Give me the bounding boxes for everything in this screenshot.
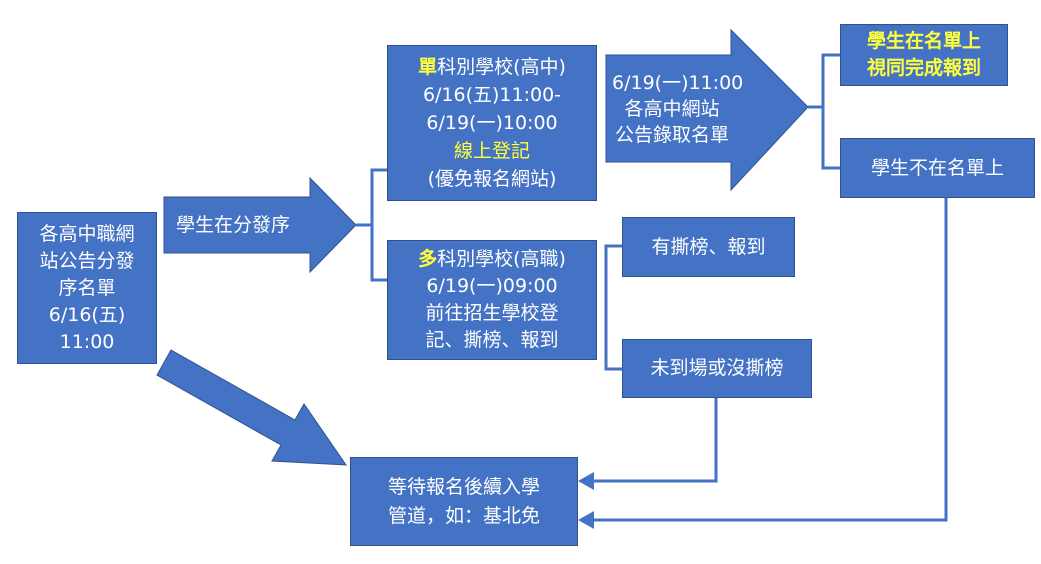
arrow-in-order-label: 學生在分發序 [176,214,291,236]
single-line-2: 6/16(五)11:00- [422,84,562,106]
single-highlight: 單 [418,56,438,78]
single-line-3: 6/19(一)10:00 [426,112,558,134]
absent-box: 未到場或沒撕榜 [622,339,812,398]
single-subject-box: 單科別學校(高中) 6/16(五)11:00- 6/19(一)10:00 線上登… [387,45,597,201]
single-line-1: 單科別學校(高中) [418,53,566,81]
start-line-1: 各高中職網 [39,222,135,245]
multi-line-1-rest: 科別學校(高職) [437,248,566,270]
announce-line-3: 公告錄取名單 [614,124,729,146]
waiting-line-2: 管道，如：基北免 [387,504,540,527]
arrow-in-order [163,176,357,274]
arrow-announce-label: 6/19(一)11:00 各高中網站 公告錄取名單 [612,70,744,148]
waiting-box: 等待報名後續入學 管道，如：基北免 [350,457,578,546]
multi-subject-box: 多科別學校(高職) 6/19(一)09:00 前往招生學校登 記、撕榜、報到 [387,240,597,360]
multi-line-3: 前往招生學校登 [425,302,559,324]
start-line-3: 序名單 [58,276,116,299]
torn-list-box: 有撕榜、報到 [622,217,795,277]
not-in-list-label: 學生不在名單上 [870,156,1004,179]
start-box: 各高中職網 站公告分發 序名單 6/16(五) 11:00 [17,212,157,364]
arrow-announce [605,28,809,192]
multi-line-1: 多科別學校(高職) [418,246,566,273]
in-list-line-1: 學生在名單上 [866,30,981,52]
start-line-4: 6/16(五) [48,303,126,326]
bracket-order-split [356,168,387,282]
multi-line-4: 記、撕榜、報到 [425,329,559,351]
waiting-line-1: 等待報名後續入學 [387,475,540,498]
bracket-announce-split [808,53,840,170]
arrow-not-in-order [156,349,347,466]
announce-line-1: 6/19(一)11:00 [612,72,744,94]
not-in-list-box: 學生不在名單上 [840,138,1035,198]
single-line-4: 線上登記 [453,140,530,162]
absent-label: 未到場或沒撕榜 [650,357,784,379]
multi-line-2: 6/19(一)09:00 [426,275,558,297]
torn-list-label: 有撕榜、報到 [651,235,766,258]
arrowhead-notinlist-to-waiting [578,511,594,529]
connector-notinlist-to-waiting [592,198,948,522]
in-list-line-2: 視同完成報到 [866,57,981,79]
multi-highlight: 多 [418,248,438,270]
arrowhead-absent-to-waiting [578,472,594,490]
single-line-5: (優免報名網站) [427,168,557,190]
in-list-box: 學生在名單上 視同完成報到 [840,24,1008,86]
single-line-1-rest: 科別學校(高中) [437,56,566,78]
announce-line-2: 各高中網站 [624,98,720,120]
bracket-multi-split [604,244,622,371]
start-line-2: 站公告分發 [39,249,135,272]
start-line-5: 11:00 [59,330,115,353]
connector-absent-to-waiting [592,398,718,483]
